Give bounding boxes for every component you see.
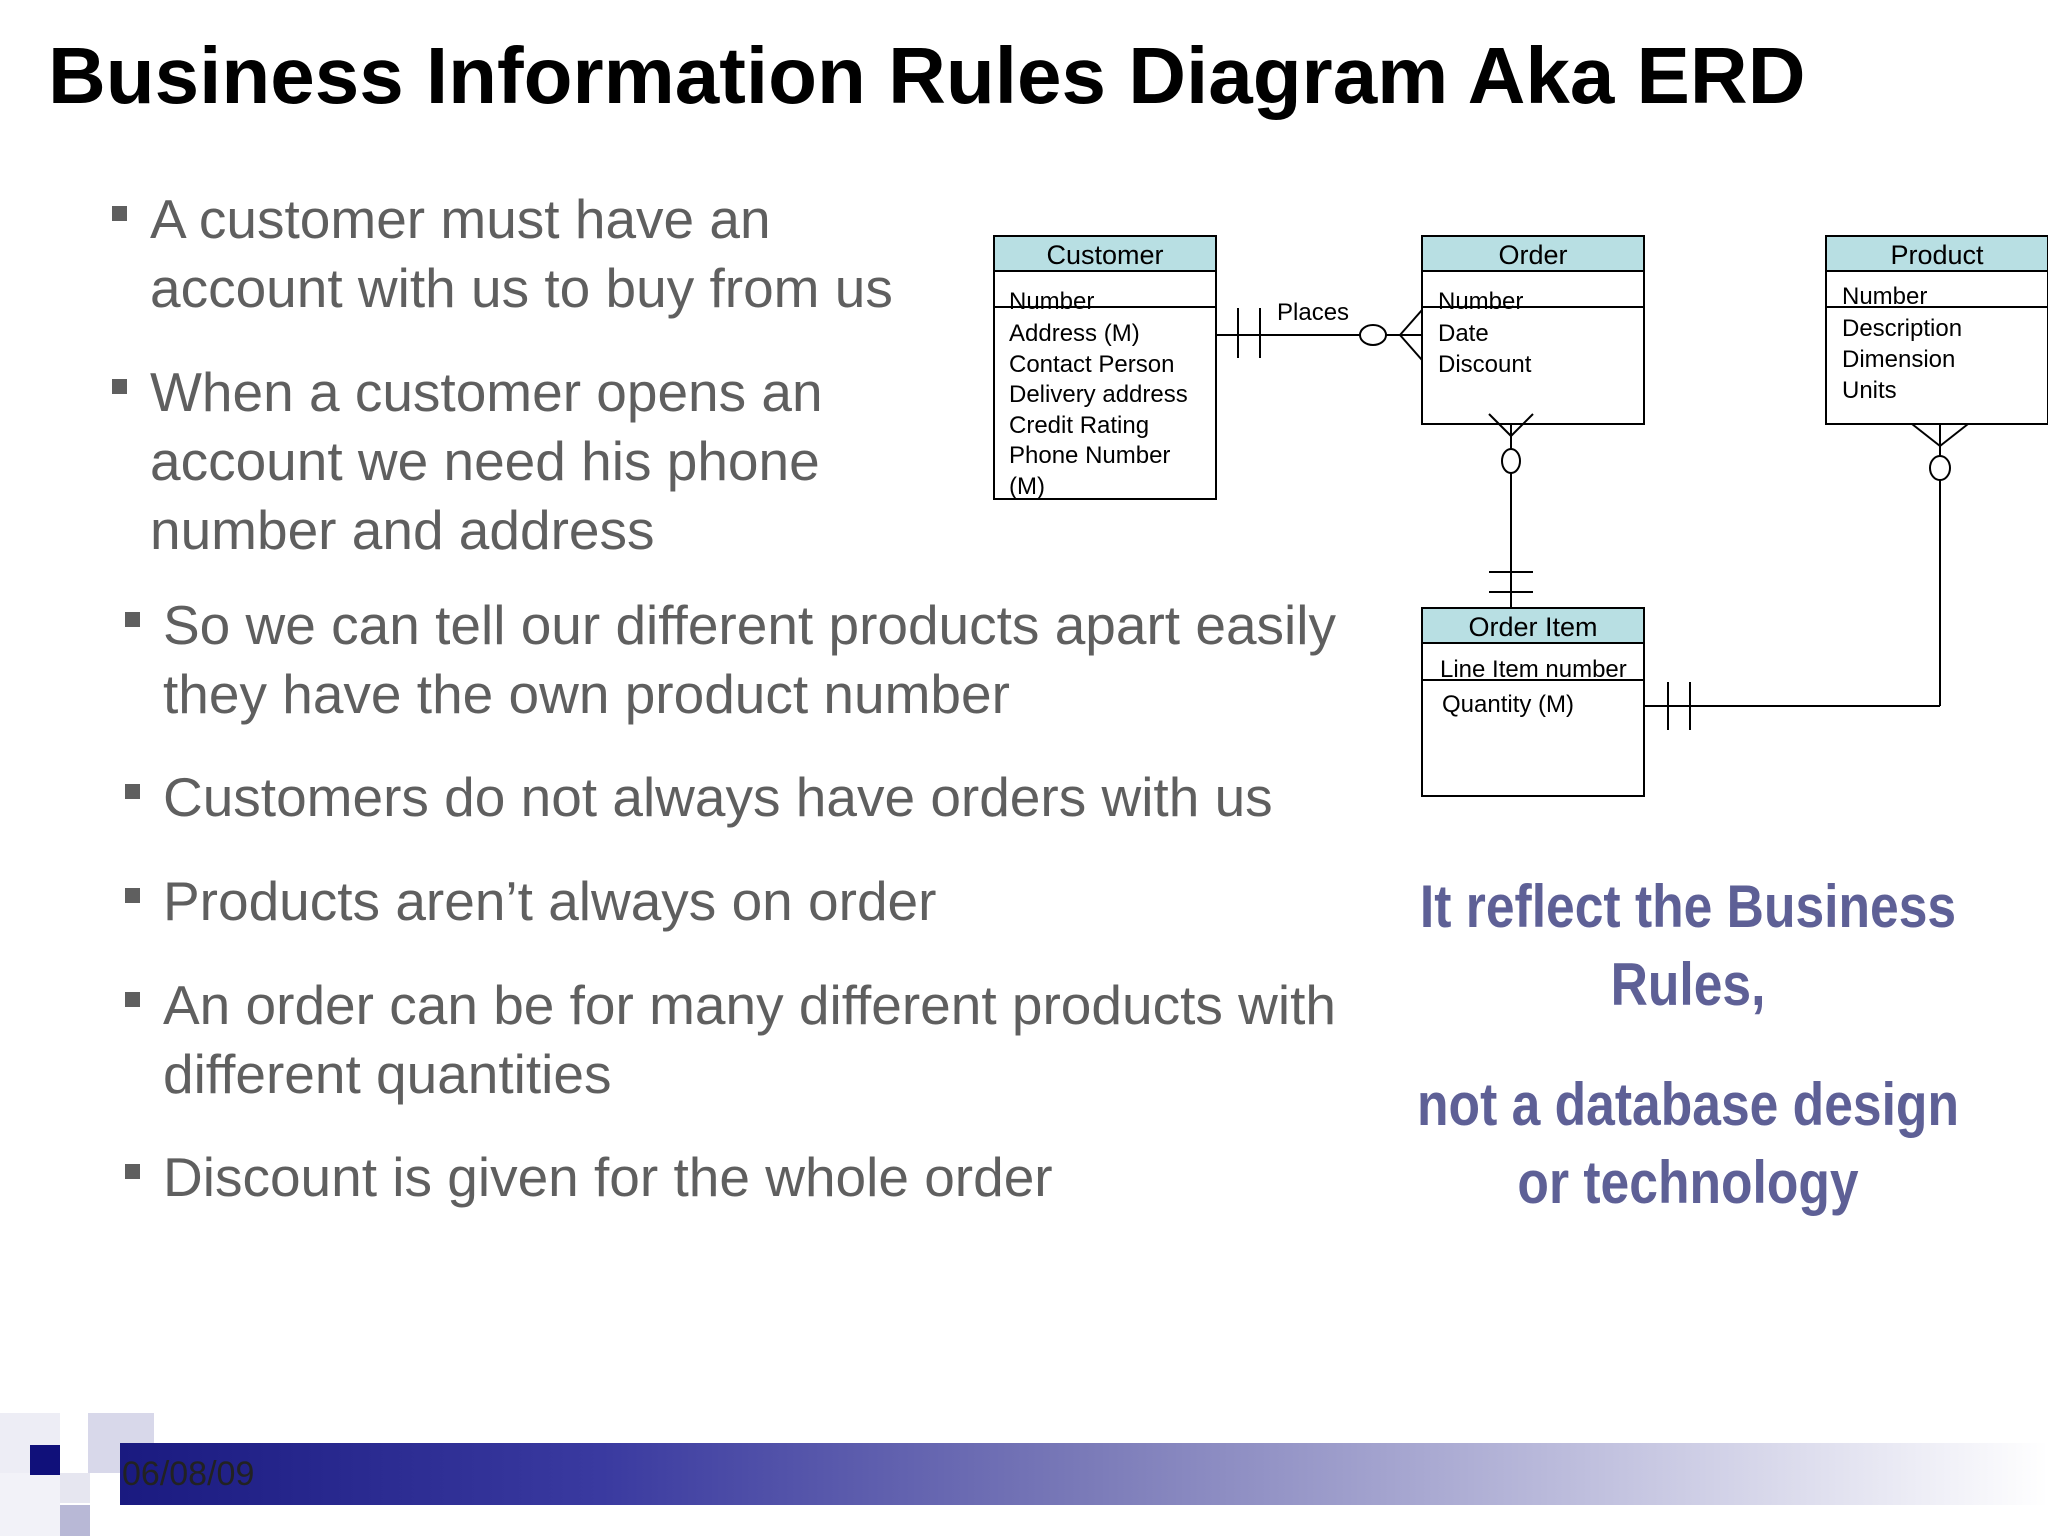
entity-body [1421,270,1645,425]
entity-attribute: Dimension [1842,346,1955,373]
crowfoot [1939,423,1969,447]
footer-bar [120,1443,2048,1505]
bullet-line: An order can be for many different produ… [163,974,1336,1036]
entity-body [993,270,1217,500]
crowfoot [1399,334,1423,361]
bullet-item: Products aren’t always on order [125,867,1425,936]
bullet-line: A customer must have an [150,188,771,250]
entity-header [1421,607,1645,644]
entity-header [1825,235,2048,272]
relationship-order-orderitem [1488,413,1534,608]
crowfoot [1399,309,1423,336]
crowfoot [1911,423,1941,447]
bullet-item: Discount is given for the whole order [125,1143,1425,1212]
entity-attribute: Address (M) [1009,320,1140,347]
bullet-item: So we can tell our different products ap… [125,591,1425,729]
entity-attribute: Units [1842,377,1897,404]
bullet-marker [125,612,140,627]
bullet-line: they have the own product number [163,663,1010,725]
relationship-places [1216,308,1423,361]
decor-square [60,1473,90,1503]
callout-text: It reflect the Business Rules, [1413,868,1963,1024]
entity-attribute: Discount [1438,351,1532,378]
entity-header [1421,235,1645,272]
callout-line: or technology [1517,1149,1859,1216]
bullet-item: A customer must have an account with us … [112,185,972,323]
entity-attribute: Description [1842,315,1962,342]
zero-circle [1929,455,1951,481]
entity-body [1421,642,1645,797]
entity-body [1825,270,2048,425]
entity-key: Number [1438,288,1523,315]
entity-attribute: Contact Person [1009,351,1174,378]
entity-customer[interactable]: Customer Number Address (M) Contact Pers… [993,235,1217,500]
bullet-marker [125,784,140,799]
bullet-marker [112,379,127,394]
bullet-line: Discount is given for the whole order [163,1146,1053,1208]
entity-attribute: Quantity (M) [1442,691,1574,718]
entity-key: Line Item number [1440,656,1627,683]
bullet-line: Products aren’t always on order [163,870,937,932]
entity-attribute: Delivery address [1009,381,1188,408]
zero-circle [1501,448,1521,474]
decor-square [0,1473,60,1536]
bullet-line: account with us to buy from us [150,257,893,319]
bullet-line: So we can tell our different products ap… [163,594,1336,656]
bullet-line: account we need his phone [150,430,820,492]
entity-title: Order [1498,240,1567,270]
entity-product[interactable]: Product Number Description Dimension Uni… [1825,235,2048,425]
callout-line: not a database design [1417,1071,1959,1138]
decor-square [60,1505,90,1536]
entity-attribute: (M) [1009,473,1045,500]
zero-circle [1359,324,1387,346]
entity-title: Product [1890,240,1984,270]
relationship-product-orderitem [1644,423,1969,730]
slide-title: Business Information Rules Diagram Aka E… [48,31,1806,120]
entity-key: Number [1842,283,1927,310]
bullet-line: different quantities [163,1043,612,1105]
bullet-line: When a customer opens an [150,361,823,423]
entity-title: Customer [1046,240,1163,270]
bullet-marker [125,888,140,903]
bullet-item: Customers do not always have orders with… [125,763,1425,832]
bullet-marker [125,1164,140,1179]
bullet-item: An order can be for many different produ… [125,971,1425,1109]
entity-attribute: Credit Rating [1009,412,1149,439]
bullet-marker [125,992,140,1007]
bullet-marker [112,206,127,221]
relationship-label: Places [1277,299,1349,326]
decor-square [30,1445,60,1475]
entity-header [993,235,1217,272]
callout-text: not a database design or technology [1413,1066,1963,1222]
entity-attribute: Date [1438,320,1489,347]
footer-date: 06/08/09 [122,1455,255,1493]
entity-order-item[interactable]: Order Item Line Item number Quantity (M) [1421,607,1645,797]
callout-line: Rules, [1610,951,1766,1018]
entity-order[interactable]: Order Number Date Discount [1421,235,1645,425]
entity-attribute: Phone Number [1009,442,1170,469]
bullet-line: number and address [150,499,655,561]
entity-key: Number [1009,288,1094,315]
bullet-item: When a customer opens an account we need… [112,358,972,565]
bullet-line: Customers do not always have orders with… [163,766,1273,828]
crowfoot [1488,413,1512,437]
entity-title: Order Item [1468,612,1597,642]
crowfoot [1510,413,1534,437]
callout-line: It reflect the Business [1419,873,1957,940]
